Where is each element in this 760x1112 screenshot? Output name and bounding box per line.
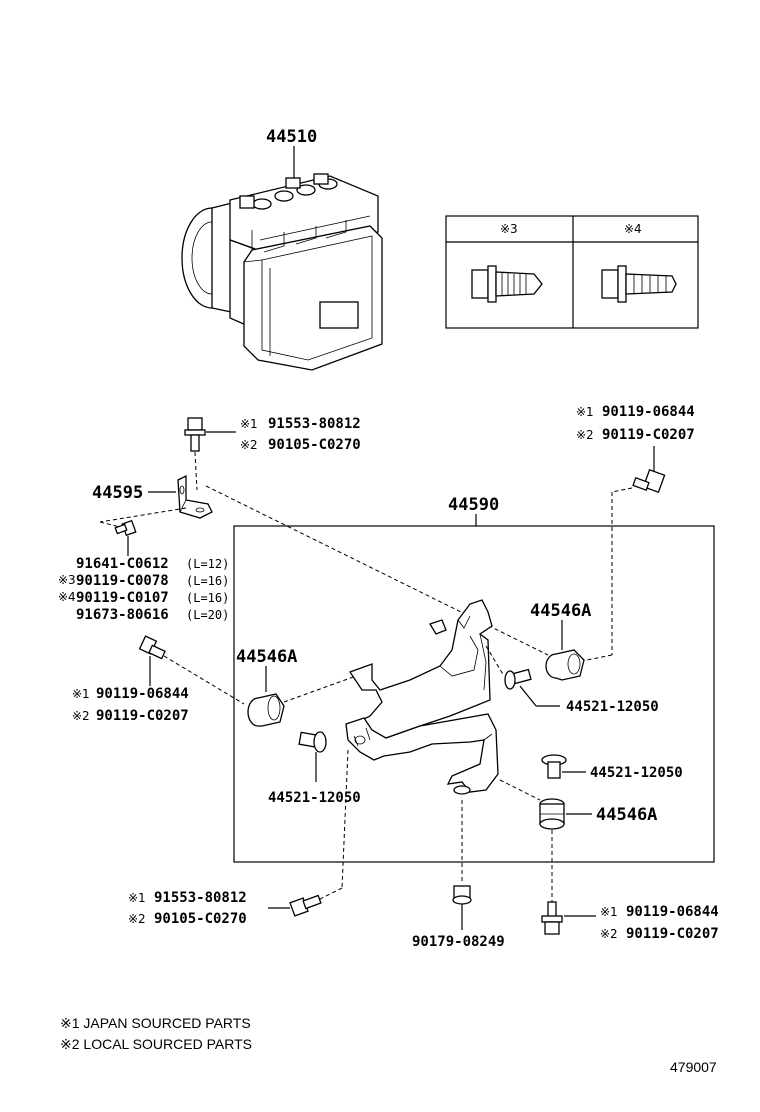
bolt-type-4-icon	[601, 265, 677, 303]
collar-top-right-icon	[504, 668, 532, 690]
cushion-bottom-right-icon	[539, 798, 565, 830]
bottom-left-bolt-icon	[289, 894, 322, 917]
side-bolt-len-1: (L=12)	[186, 557, 229, 571]
collar-bottom-right-icon	[541, 754, 567, 779]
bottom-right-bolt-icon	[541, 901, 563, 935]
top-bolt-part-1[interactable]: 91553-80812	[268, 416, 361, 432]
bottom-right-bolt-mark-1: ※1	[600, 905, 618, 919]
footnote-japan: ※1 JAPAN SOURCED PARTS	[60, 1015, 251, 1031]
bolt-type-3-icon	[471, 265, 543, 303]
cushion-bottom-right-label[interactable]: 44546A	[596, 805, 657, 825]
side-bolt-len-3: (L=16)	[186, 591, 229, 605]
inset-header-3: ※3	[500, 222, 518, 236]
side-bolt-part-3[interactable]: 90119-C0107	[76, 590, 169, 606]
side-bolt-len-4: (L=20)	[186, 608, 229, 622]
fastener-inset-table: ※3 ※4	[445, 215, 699, 329]
main-bracket-drawing	[345, 599, 499, 793]
top-right-bolt-mark-1: ※1	[576, 405, 594, 419]
left-bolt-icon	[138, 635, 166, 660]
collar-left-label[interactable]: 44521-12050	[268, 790, 361, 806]
left-bolt-mark-1: ※1	[72, 687, 90, 701]
cushion-top-right-icon	[545, 649, 585, 681]
abs-actuator-drawing	[181, 173, 383, 371]
top-right-bolt-icon	[632, 468, 666, 494]
top-bolt-mark-2: ※2	[240, 438, 258, 452]
collar-bottom-right-label[interactable]: 44521-12050	[590, 765, 683, 781]
collar-left-icon	[298, 731, 327, 753]
side-bolt-mark-4: ※4	[58, 590, 76, 604]
inset-header-4: ※4	[624, 222, 642, 236]
bottom-left-bolt-part-2[interactable]: 90105-C0270	[154, 911, 247, 927]
top-right-bolt-part-2[interactable]: 90119-C0207	[602, 427, 695, 443]
cushion-top-right-label[interactable]: 44546A	[530, 601, 591, 621]
side-bolt-len-2: (L=16)	[186, 574, 229, 588]
top-bolt-part-2[interactable]: 90105-C0270	[268, 437, 361, 453]
left-bolt-part-2[interactable]: 90119-C0207	[96, 708, 189, 724]
side-bolt-mark-3: ※3	[58, 573, 76, 587]
cushion-left-label[interactable]: 44546A	[236, 647, 297, 667]
bottom-left-bolt-mark-2: ※2	[128, 912, 146, 926]
left-bolt-mark-2: ※2	[72, 709, 90, 723]
bottom-left-bolt-part-1[interactable]: 91553-80812	[154, 890, 247, 906]
side-bolt-icon	[114, 519, 137, 537]
left-bolt-part-1[interactable]: 90119-06844	[96, 686, 189, 702]
bottom-right-bolt-part-1[interactable]: 90119-06844	[626, 904, 719, 920]
top-right-bolt-mark-2: ※2	[576, 428, 594, 442]
sub-bracket-part-number[interactable]: 44595	[92, 483, 143, 503]
footnote-local: ※2 LOCAL SOURCED PARTS	[60, 1036, 252, 1052]
top-right-bolt-part-1[interactable]: 90119-06844	[602, 404, 695, 420]
side-bolt-part-4[interactable]: 91673-80616	[76, 607, 169, 623]
bracket-assy-part-number[interactable]: 44590	[448, 495, 499, 515]
top-bolt-mark-1: ※1	[240, 417, 258, 431]
side-bolt-part-2[interactable]: 90119-C0078	[76, 573, 169, 589]
bottom-left-bolt-mark-1: ※1	[128, 891, 146, 905]
cushion-left-icon	[247, 693, 285, 727]
actuator-part-number[interactable]: 44510	[266, 127, 317, 147]
collar-top-right-label[interactable]: 44521-12050	[566, 699, 659, 715]
side-bolt-part-1[interactable]: 91641-C0612	[76, 556, 169, 572]
sub-bracket-drawing	[177, 474, 213, 519]
bracket-assy-box	[233, 525, 715, 863]
bottom-nut-label[interactable]: 90179-08249	[412, 934, 505, 950]
bottom-right-bolt-mark-2: ※2	[600, 927, 618, 941]
bottom-right-bolt-part-2[interactable]: 90119-C0207	[626, 926, 719, 942]
figure-id: 479007	[670, 1059, 717, 1075]
top-bolt-icon	[184, 417, 206, 452]
